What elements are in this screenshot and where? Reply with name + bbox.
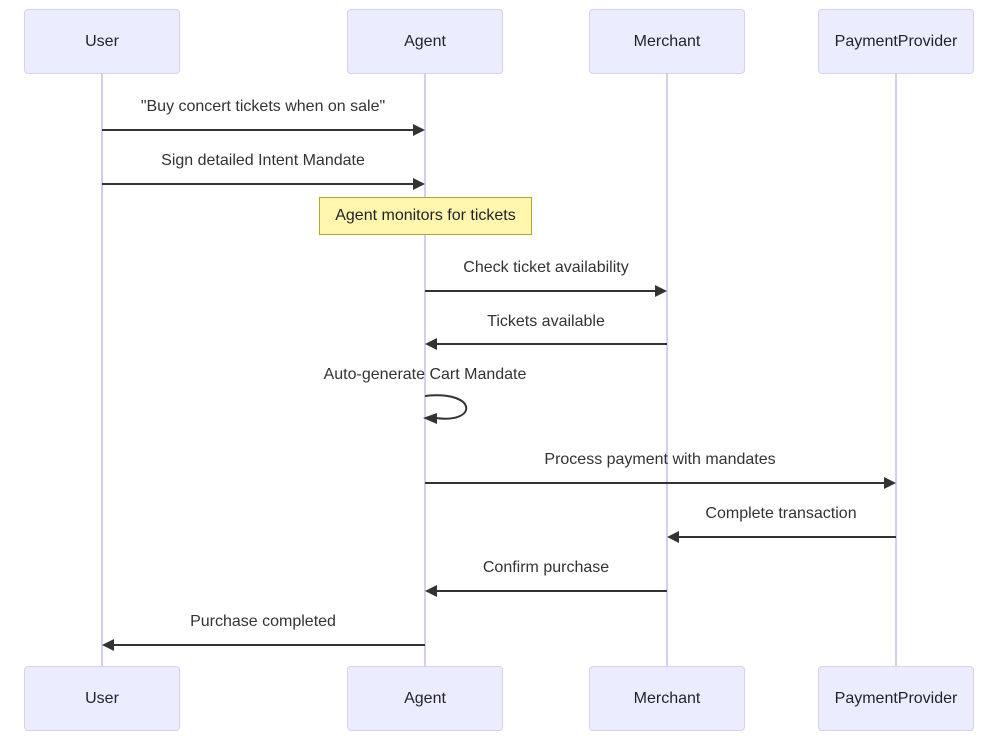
actor-label: PaymentProvider: [834, 32, 958, 50]
arrowhead-left-icon: [425, 585, 437, 597]
lifeline-agent: [424, 74, 426, 666]
actor-label: User: [85, 689, 119, 707]
actor-top-user: User: [24, 9, 180, 74]
arrow-shaft: [425, 290, 657, 292]
message-label: Purchase completed: [190, 613, 336, 630]
message-label: Confirm purchase: [482, 559, 610, 576]
message-label: Tickets available: [487, 313, 605, 330]
arrow-shaft: [112, 644, 425, 646]
message-label: Auto-generate Cart Mandate: [323, 366, 527, 383]
actor-bottom-agent: Agent: [347, 666, 503, 731]
message-arrow: [425, 477, 896, 489]
lifeline-paymentprovider: [895, 74, 897, 666]
actor-label: Agent: [404, 689, 446, 707]
message-label: "Buy concert tickets when on sale": [140, 98, 386, 115]
arrowhead-left-icon: [423, 413, 437, 424]
message-arrow: [425, 285, 667, 297]
message-label: Sign detailed Intent Mandate: [161, 152, 365, 169]
actor-bottom-user: User: [24, 666, 180, 731]
actor-label: User: [85, 32, 119, 50]
arrowhead-right-icon: [413, 178, 425, 190]
message-arrow: [102, 124, 425, 136]
arrow-shaft: [425, 482, 886, 484]
self-loop-arrow: [423, 394, 468, 424]
arrowhead-right-icon: [884, 477, 896, 489]
actor-top-paymentprovider: PaymentProvider: [818, 9, 974, 74]
actor-label: Merchant: [633, 32, 701, 50]
message-label: Complete transaction: [705, 505, 857, 522]
arrowhead-left-icon: [425, 338, 437, 350]
arrowhead-right-icon: [413, 124, 425, 136]
arrow-shaft: [435, 343, 667, 345]
actor-bottom-merchant: Merchant: [589, 666, 745, 731]
note-over-agent: Agent monitors for tickets: [319, 197, 532, 235]
arrowhead-left-icon: [667, 531, 679, 543]
actor-label: Merchant: [633, 689, 701, 707]
actor-top-merchant: Merchant: [589, 9, 745, 74]
message-arrow: [102, 639, 425, 651]
actor-top-agent: Agent: [347, 9, 503, 74]
arrowhead-left-icon: [102, 639, 114, 651]
message-arrow: [425, 585, 667, 597]
note-label: Agent monitors for tickets: [335, 207, 516, 224]
message-label: Check ticket availability: [463, 259, 629, 276]
message-arrow: [425, 338, 667, 350]
message-arrow: [102, 178, 425, 190]
arrow-shaft: [677, 536, 896, 538]
message-arrow: [667, 531, 896, 543]
message-label: Process payment with mandates: [544, 451, 776, 468]
arrow-shaft: [102, 183, 415, 185]
actor-label: PaymentProvider: [834, 689, 958, 707]
arrow-shaft: [102, 129, 415, 131]
lifeline-merchant: [666, 74, 668, 666]
arrowhead-right-icon: [655, 285, 667, 297]
lifeline-user: [101, 74, 103, 666]
actor-label: Agent: [404, 32, 446, 50]
actor-bottom-paymentprovider: PaymentProvider: [818, 666, 974, 731]
arrow-shaft: [435, 590, 667, 592]
